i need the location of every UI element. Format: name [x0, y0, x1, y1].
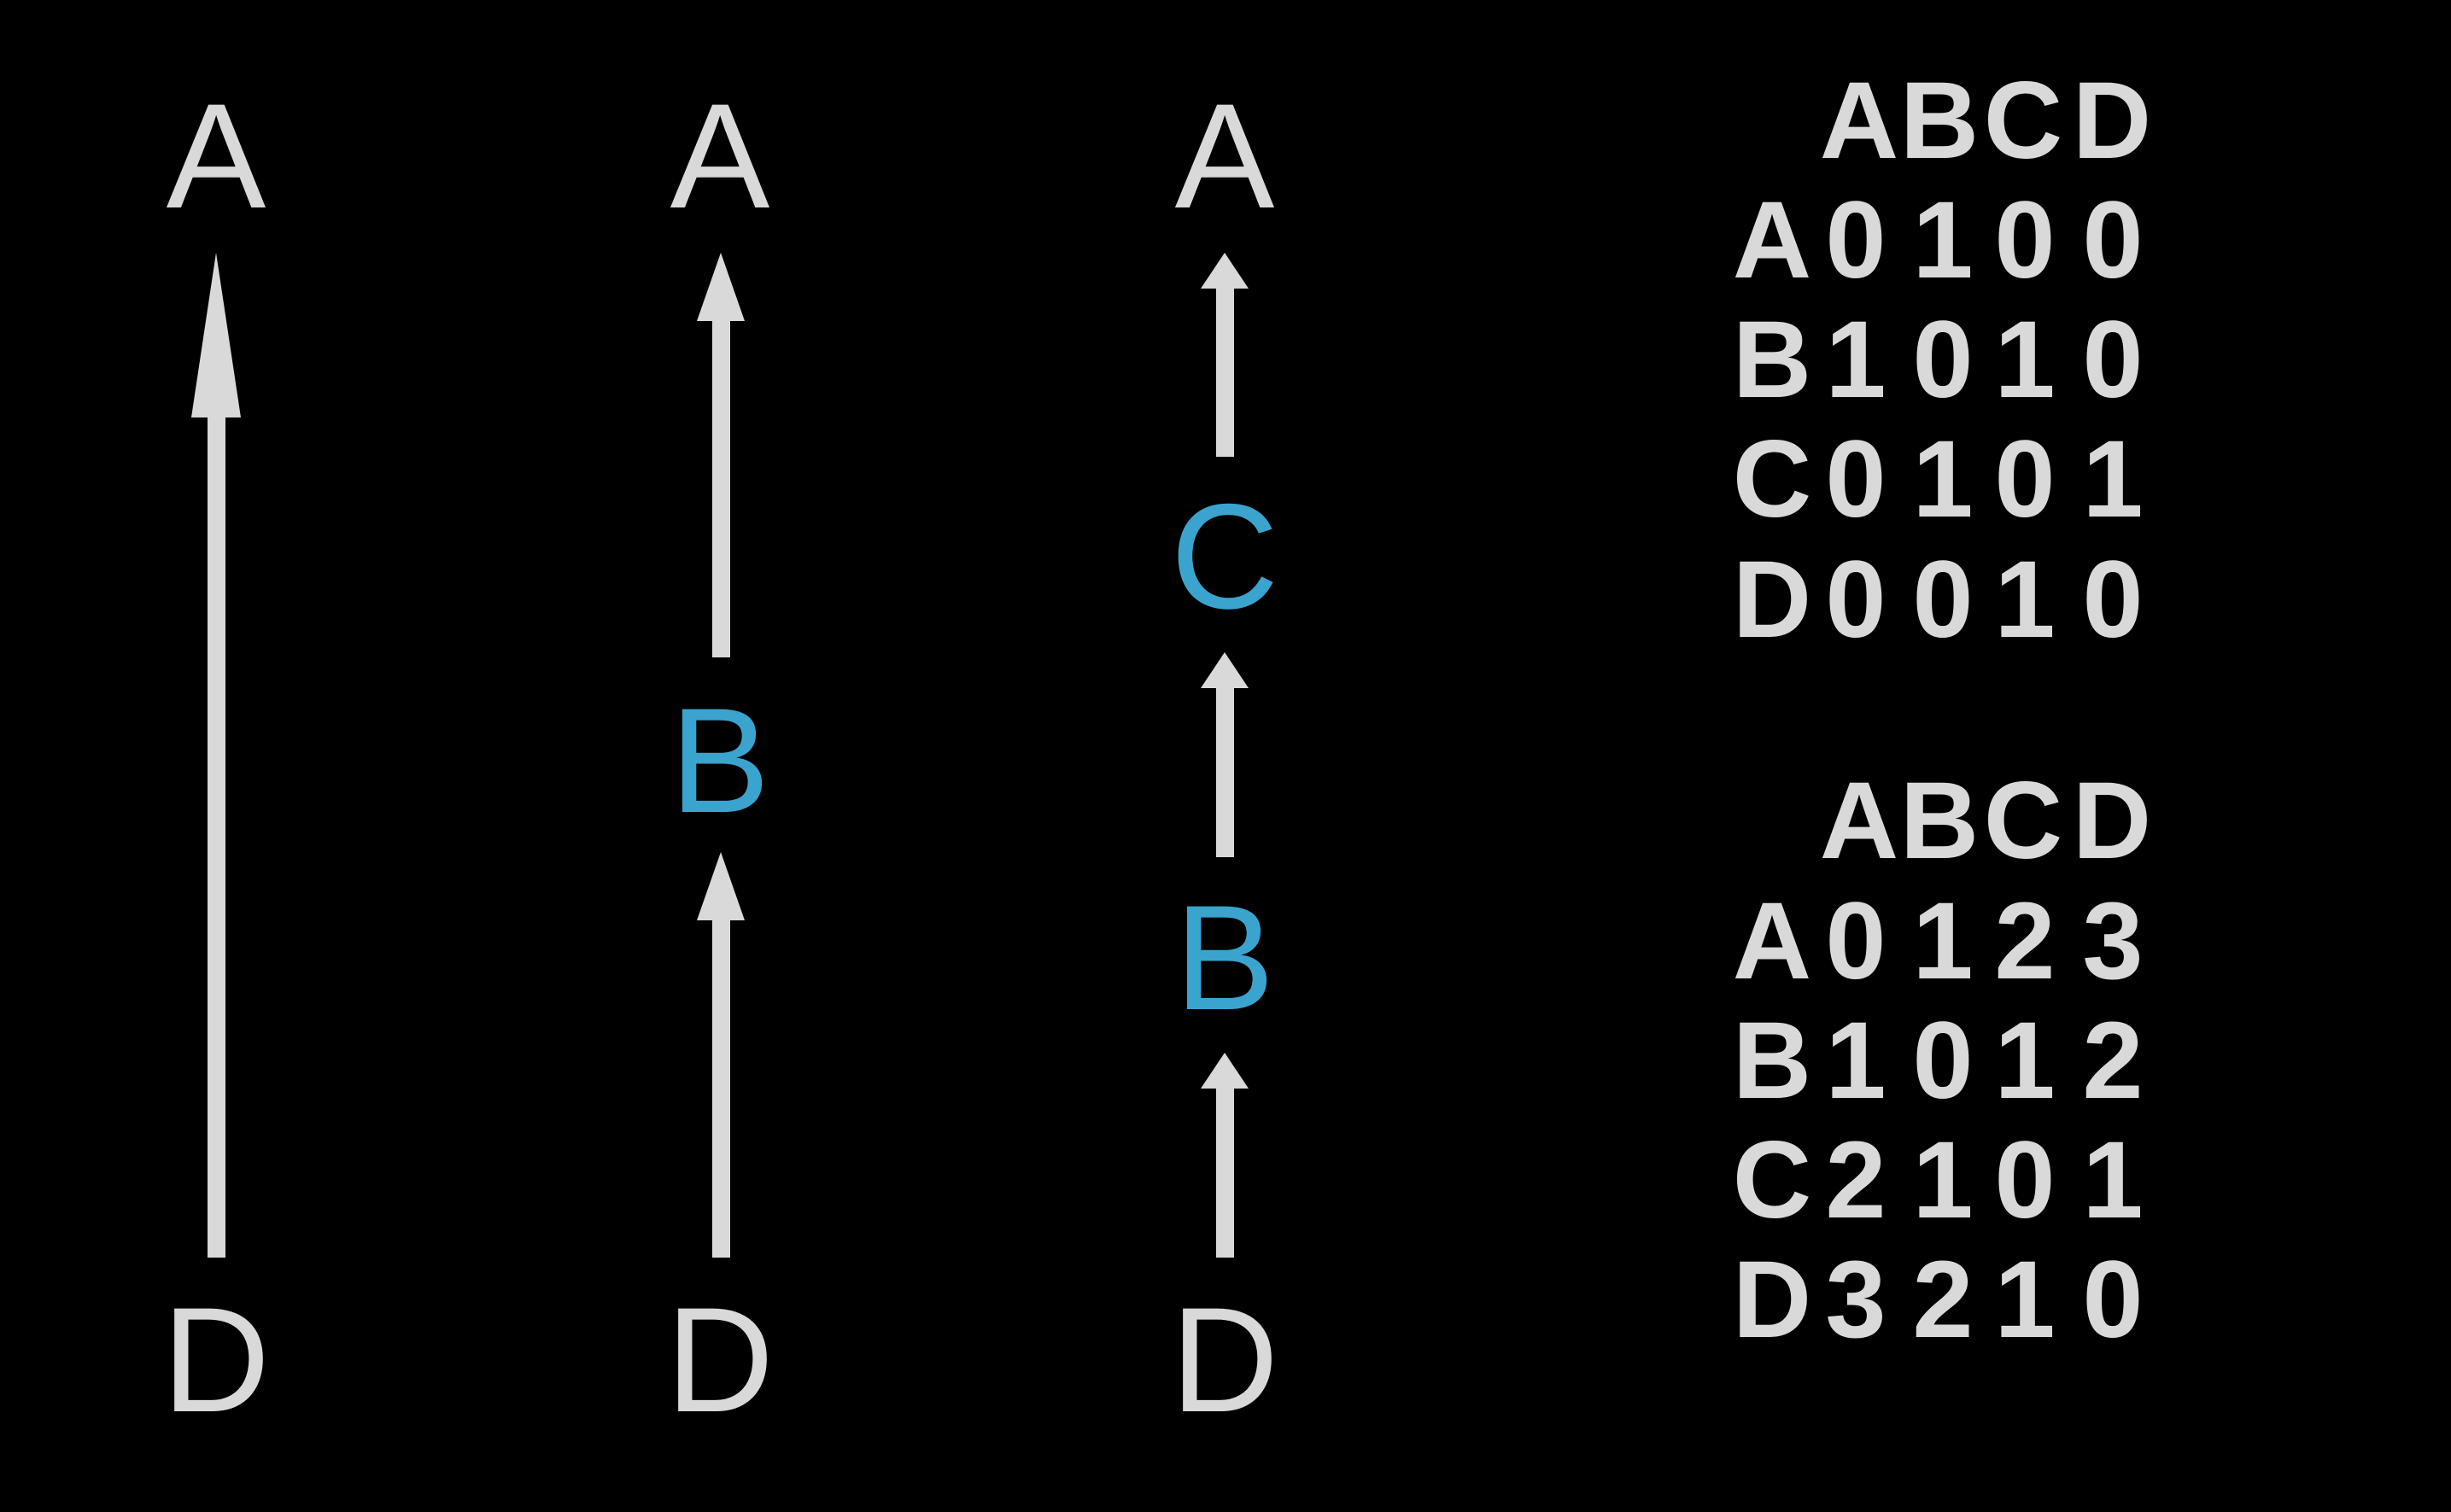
arrowhead: [697, 253, 745, 321]
matrix-row-header: D: [1733, 539, 1811, 661]
matrix-cell: 0: [1912, 1000, 1973, 1122]
node-d: D: [666, 1277, 774, 1444]
matrix-cell: 0: [1994, 1119, 2055, 1241]
matrix-cell: 2: [1912, 1239, 1973, 1361]
matrix-cell: 1: [1994, 299, 2055, 421]
edge-d-to-b: [712, 915, 730, 1258]
adjacency-matrix: A B C D A 0 1 0 0 B 1 0 1 0 C 0 1 0 1 D …: [1733, 60, 2151, 661]
node-a: A: [167, 73, 266, 240]
node-d: D: [162, 1277, 270, 1444]
path-diagram-2: A B D: [666, 73, 774, 1444]
path-diagram-3: A C B D: [1171, 73, 1278, 1444]
matrix-cell: 0: [2082, 539, 2143, 661]
matrix-row-header: A: [1733, 880, 1811, 1002]
matrix-cell: 0: [2082, 1239, 2143, 1361]
matrix-row-header: D: [1733, 1239, 1811, 1361]
matrix-cell: 0: [2082, 299, 2143, 421]
matrix-cell: 1: [1912, 179, 1973, 301]
edge-b-to-c: [1216, 684, 1234, 857]
node-a: A: [670, 73, 770, 240]
arrowhead: [1201, 652, 1249, 688]
matrix-row-header: C: [1733, 418, 1811, 540]
matrix-column-header: B: [1900, 60, 1979, 182]
matrix-cell: 3: [2082, 880, 2143, 1002]
node-d: D: [1171, 1277, 1278, 1444]
edge-b-to-a: [712, 316, 730, 657]
matrix-column-header: C: [1984, 760, 2062, 882]
matrix-cell: 0: [1825, 179, 1886, 301]
matrix-cell: 1: [1994, 1000, 2055, 1122]
matrix-cell: 0: [1994, 179, 2055, 301]
matrix-cell: 3: [1825, 1239, 1886, 1361]
matrix-cell: 0: [1912, 299, 1973, 421]
matrix-cell: 0: [1994, 418, 2055, 540]
matrix-cell: 1: [2082, 418, 2143, 540]
edge-c-to-a: [1216, 285, 1234, 457]
matrix-cell: 1: [1994, 1239, 2055, 1361]
matrix-column-header: D: [2073, 60, 2151, 182]
node-a: A: [1175, 73, 1275, 240]
matrix-row-header: C: [1733, 1119, 1811, 1241]
matrix-cell: 1: [1994, 539, 2055, 661]
arrowhead-long: [191, 253, 241, 417]
path-diagram-1: A D: [162, 73, 270, 1444]
arrowhead: [1201, 253, 1249, 289]
matrix-cell: 1: [1912, 880, 1973, 1002]
matrix-cell: 2: [1994, 880, 2055, 1002]
matrix-cell: 0: [1912, 539, 1973, 661]
matrix-cell: 0: [1825, 418, 1886, 540]
distance-matrix: A B C D A 0 1 2 3 B 1 0 1 2 C 2 1 0 1 D …: [1733, 760, 2151, 1361]
matrix-column-header: D: [2073, 760, 2151, 882]
matrix-row-header: A: [1733, 179, 1811, 301]
node-b: B: [670, 678, 770, 844]
matrix-cell: 2: [2082, 1000, 2143, 1122]
matrix-cell: 1: [1825, 299, 1886, 421]
matrix-cell: 0: [1825, 539, 1886, 661]
matrix-cell: 1: [1912, 418, 1973, 540]
edge-d-to-b: [1216, 1084, 1234, 1258]
matrix-cell: 2: [1825, 1119, 1886, 1241]
arrowhead: [697, 852, 745, 920]
matrix-cell: 1: [1912, 1119, 1973, 1241]
matrix-row-header: B: [1733, 1000, 1811, 1122]
matrix-column-header: A: [1820, 60, 1898, 182]
node-c: C: [1171, 474, 1278, 640]
matrix-cell: 1: [1825, 1000, 1886, 1122]
matrix-row-header: B: [1733, 299, 1811, 421]
matrix-cell: 0: [2082, 179, 2143, 301]
matrix-column-header: B: [1900, 760, 1979, 882]
matrix-cell: 0: [1825, 880, 1886, 1002]
matrix-column-header: C: [1984, 60, 2062, 182]
node-b: B: [1175, 875, 1275, 1042]
edge-d-to-a: [208, 410, 225, 1258]
matrix-column-header: A: [1820, 760, 1898, 882]
matrix-cell: 1: [2082, 1119, 2143, 1241]
arrowhead: [1201, 1053, 1249, 1089]
